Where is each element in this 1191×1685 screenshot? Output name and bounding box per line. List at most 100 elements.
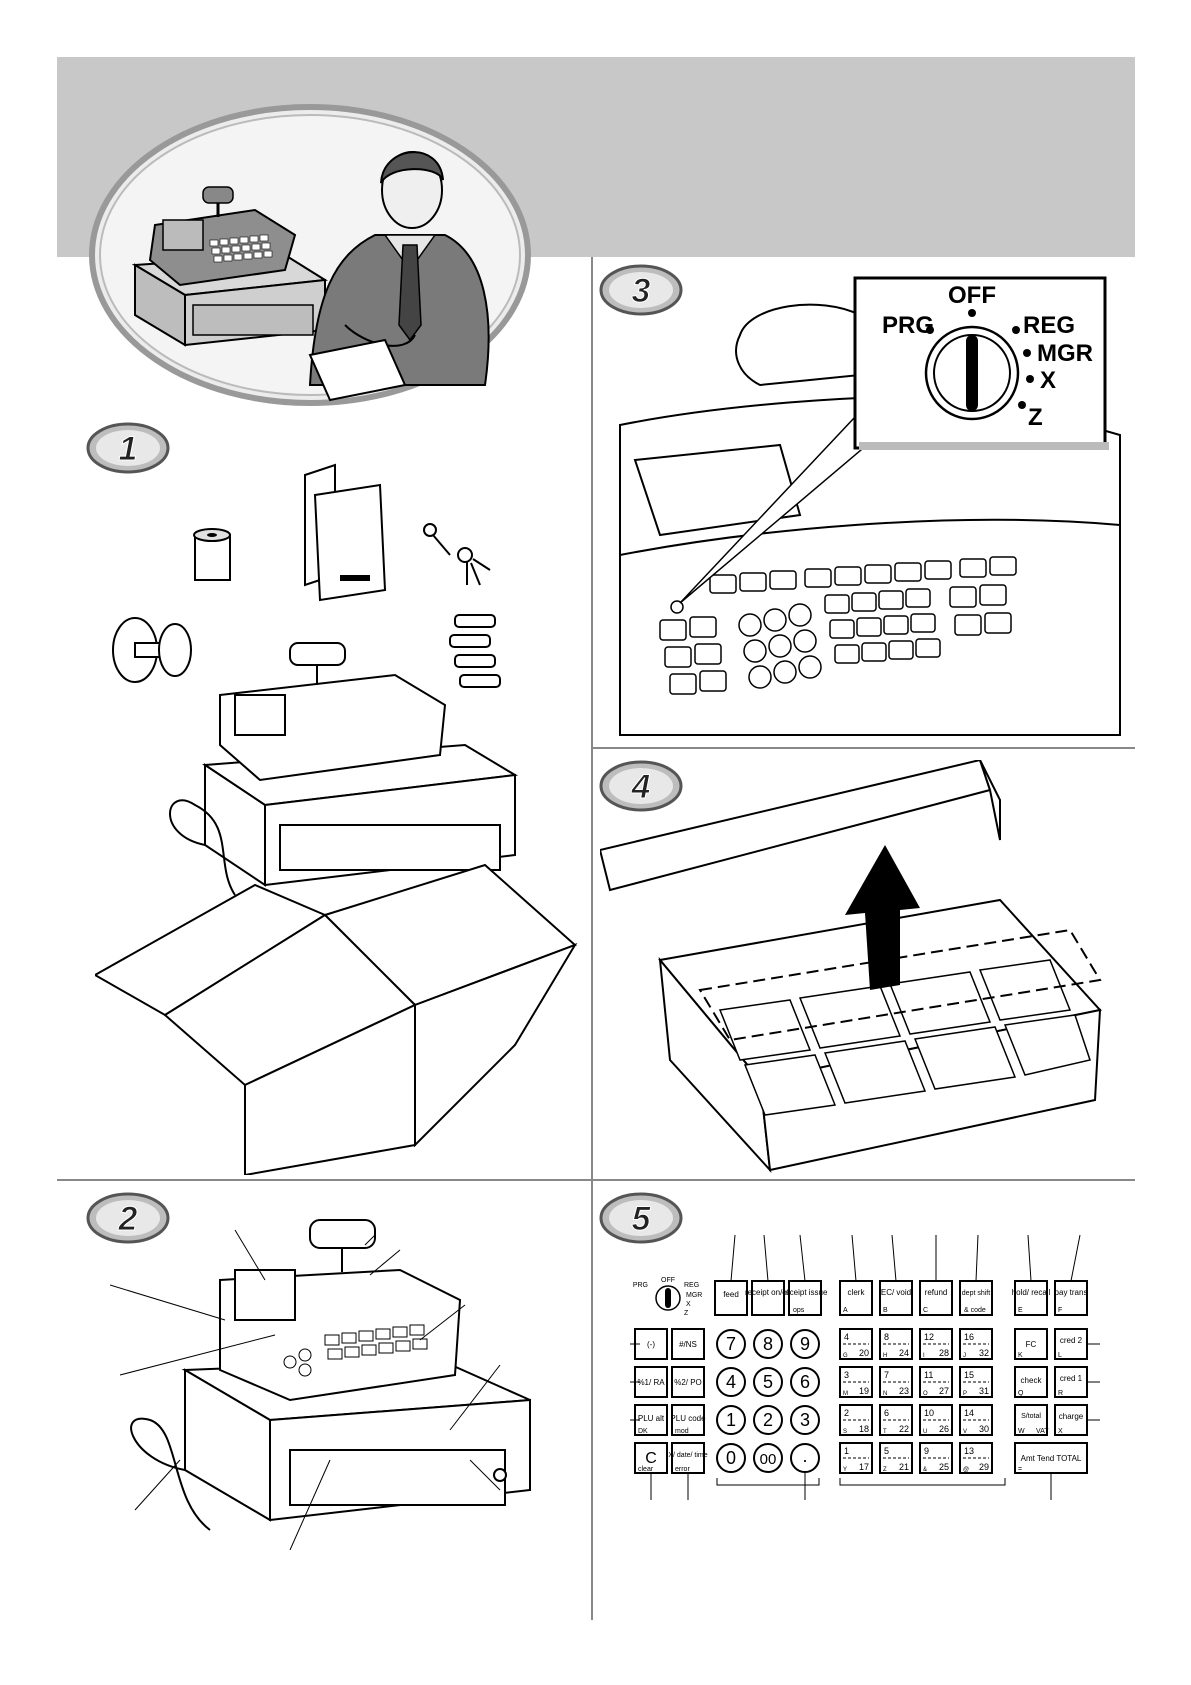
dept-key-bottom: 25 — [939, 1462, 949, 1472]
dept-key-alpha: S — [843, 1429, 847, 1435]
svg-text:Q: Q — [1018, 1390, 1024, 1397]
svg-text:VAT: VAT — [1036, 1428, 1049, 1435]
mini-switch-off: OFF — [661, 1277, 675, 1284]
step-5-callout-lines — [630, 1235, 1100, 1500]
dept-key-alpha: Y — [843, 1467, 847, 1473]
key-switch-key — [966, 335, 978, 411]
key-percent2-po: %2/ PO — [671, 1366, 705, 1398]
mini-switch-prg: PRG — [633, 1282, 648, 1289]
dept-key-top: 6 — [884, 1408, 889, 1418]
svg-text:charge: charge — [1059, 1412, 1084, 1421]
svg-text:A: A — [843, 1307, 848, 1314]
dept-key-bottom: 20 — [859, 1348, 869, 1358]
step-3-number: 3 — [632, 272, 651, 310]
svg-text:refund: refund — [925, 1288, 948, 1297]
cardboard-box-drawing — [95, 863, 578, 1175]
dept-key-alpha: O — [923, 1391, 928, 1397]
power-cable-step2 — [130, 1417, 211, 1531]
svg-text:Amt Tend TOTAL: Amt Tend TOTAL — [1021, 1454, 1082, 1463]
key-cred2: cred 2L — [1054, 1328, 1088, 1360]
key-switch-location — [670, 600, 684, 614]
lift-arrow — [845, 845, 920, 990]
dept-key-top: 3 — [844, 1370, 849, 1380]
key-fc: FCK — [1014, 1328, 1048, 1360]
dept-key-top: 2 — [844, 1408, 849, 1418]
svg-text:4: 4 — [726, 1372, 736, 1392]
numpad-key-0: 0 — [716, 1443, 746, 1473]
numpad-key-6: 6 — [790, 1367, 820, 1397]
dept-key-top: 4 — [844, 1332, 849, 1342]
key-receipt-onoff: receipt on/off — [745, 1280, 792, 1316]
dept-key: 925& — [919, 1442, 953, 1474]
dept-key-bottom: 30 — [979, 1424, 989, 1434]
key-percent1-ra: %1/ RA — [634, 1366, 668, 1398]
svg-text:feed: feed — [723, 1290, 739, 1299]
switch-label-reg: REG — [1023, 312, 1075, 339]
svg-text:S/total: S/total — [1021, 1413, 1041, 1420]
svg-text:3: 3 — [800, 1410, 810, 1430]
svg-text:EC/ void: EC/ void — [881, 1288, 911, 1297]
step-5-badge: 5 — [598, 1190, 684, 1251]
intro-illustration — [89, 104, 531, 406]
step-2-illustration — [110, 1219, 531, 1550]
svg-text:#/NS: #/NS — [679, 1340, 697, 1349]
intro-person-drawing — [308, 151, 490, 386]
svg-text:hold/ recall: hold/ recall — [1012, 1288, 1051, 1297]
power-cable-drawing — [169, 799, 236, 896]
mini-switch-x: X — [686, 1301, 691, 1308]
spool-drawing — [112, 617, 192, 683]
register-drawing-step2 — [181, 1219, 531, 1522]
batteries-drawing — [449, 614, 501, 688]
tray-outline-dashed — [698, 928, 1102, 1042]
keyboard-layout-diagram: OFF PRG REG MGR X Z feed receipt on/off … — [630, 1235, 1100, 1500]
dept-key-top: 8 — [884, 1332, 889, 1342]
svg-text:FC: FC — [1026, 1340, 1037, 1349]
step-5-number: 5 — [632, 1200, 652, 1238]
svg-text:receipt issue: receipt issue — [783, 1288, 828, 1297]
svg-text:0: 0 — [726, 1448, 736, 1468]
manuals-drawing — [304, 463, 387, 602]
dept-key-bottom: 26 — [939, 1424, 949, 1434]
dept-key-top: 11 — [924, 1370, 933, 1380]
step-2-badge: 2 — [85, 1190, 171, 1251]
step-2-callout-lines — [110, 1229, 501, 1550]
svg-text:C: C — [645, 1450, 657, 1467]
svg-text:9: 9 — [800, 1334, 810, 1354]
dept-key-alpha: N — [883, 1391, 887, 1397]
svg-text:DK: DK — [638, 1428, 648, 1435]
svg-text:PLU alt: PLU alt — [638, 1414, 665, 1423]
step-2-number: 2 — [118, 1200, 138, 1238]
register-top-keys — [659, 556, 1017, 695]
step-1-badge: 1 — [85, 420, 171, 481]
numpad-key-00: 00 — [753, 1443, 783, 1473]
svg-text:8: 8 — [763, 1334, 773, 1354]
dept-key-top: 1 — [844, 1446, 849, 1456]
svg-text:K: K — [1018, 1352, 1023, 1359]
dept-key-alpha: J — [963, 1353, 966, 1359]
paper-roll-drawing — [193, 528, 231, 581]
dept-key-alpha: U — [923, 1429, 927, 1435]
department-keys-grid: 420G824H1228I1632J319M723N1127O1531P218S… — [839, 1328, 993, 1474]
svg-text:W: W — [1018, 1428, 1025, 1435]
key-ns: #/NS — [671, 1328, 705, 1360]
svg-text:R: R — [1058, 1390, 1063, 1397]
svg-text:error: error — [675, 1466, 690, 1473]
svg-text:2: 2 — [763, 1410, 773, 1430]
